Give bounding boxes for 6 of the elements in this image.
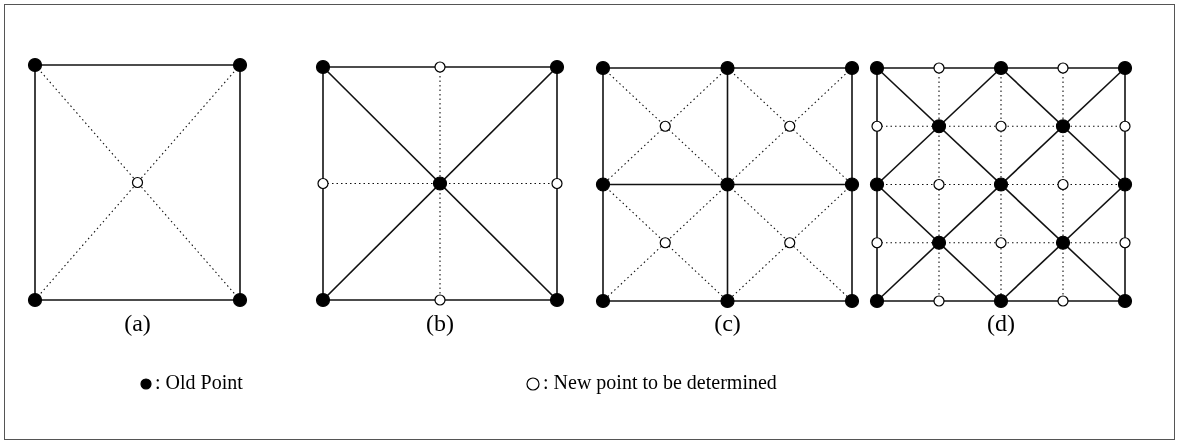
panel-label: (b) xyxy=(426,310,454,337)
legend-text: : Old Point xyxy=(155,371,243,394)
panel-label: (c) xyxy=(714,310,741,337)
panel-label: (a) xyxy=(124,310,151,337)
panel-label: (d) xyxy=(987,310,1015,337)
legend-text: : New point to be determined xyxy=(543,371,777,394)
